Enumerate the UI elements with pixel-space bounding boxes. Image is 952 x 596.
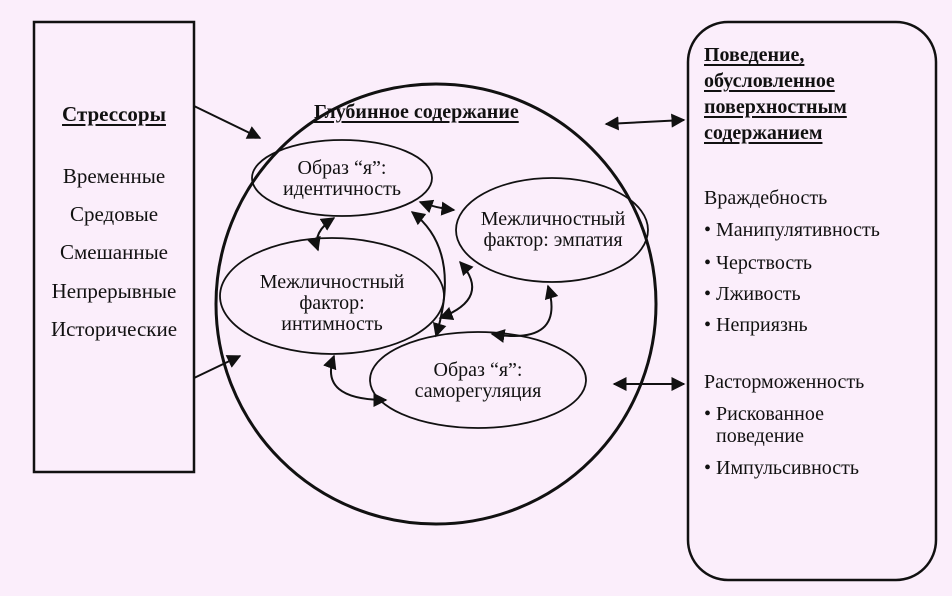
- hostility-item-text: Черствость: [716, 252, 813, 274]
- self-identity-line-2: идентичность: [283, 178, 401, 200]
- behavior-title: Поведение, обусловленное поверхностным с…: [704, 42, 847, 146]
- stressors-box: [32, 20, 196, 474]
- bullet-icon: •: [704, 283, 712, 305]
- stressor-item-environmental: Средовые: [69, 202, 159, 226]
- hostility-item-deceitfulness: • Лживость: [704, 283, 801, 305]
- stressor-item-continuous: Непрерывные: [51, 279, 177, 303]
- intimacy-line-3: интимность: [281, 313, 383, 335]
- stressor-item-mixed: Смешанные: [59, 240, 168, 264]
- self-identity-label: Образ “я”: идентичность: [262, 158, 422, 200]
- hostility-item-callousness: • Черствость: [704, 252, 812, 274]
- intimacy-line-2: фактор:: [299, 292, 365, 314]
- disinhibition-item-risky: • Рискованное поведение: [704, 403, 874, 447]
- empathy-intimacy-arrow: [438, 260, 474, 321]
- core-circle: [214, 82, 658, 526]
- behavior-title-line-1: Поведение,: [704, 44, 805, 66]
- disinhibition-item-impulsivity: • Импульсивность: [704, 457, 859, 479]
- stressor-arrow-upper: [193, 105, 262, 139]
- hostility-title: Враждебность: [704, 187, 828, 209]
- empathy-line-2: фактор: эмпатия: [483, 229, 623, 251]
- bullet-icon: •: [704, 457, 712, 479]
- empathy-label: Межличностный фактор: эмпатия: [458, 209, 648, 251]
- hostility-item-text: Лживость: [716, 283, 801, 305]
- self-identity-line-1: Образ “я”:: [297, 157, 387, 179]
- stressor-arrow-lower: [193, 355, 242, 379]
- bullet-icon: •: [704, 403, 712, 425]
- hostility-item-hostility: • Неприязнь: [704, 314, 808, 336]
- disinhibition-title: Расторможенность: [704, 371, 865, 393]
- stressors-title: Стрессоры: [62, 102, 166, 126]
- behavior-title-line-4: содержанием: [704, 122, 823, 144]
- bullet-icon: •: [704, 252, 712, 274]
- hostility-item-text: Манипулятивность: [716, 219, 880, 241]
- behavior-box: [686, 20, 938, 582]
- self-identity-ellipse: [251, 139, 433, 217]
- intimacy-label: Межличностный фактор: интимность: [234, 272, 430, 335]
- identity-intimacy-arrow: [307, 217, 336, 252]
- self-regulation-label: Образ “я”: саморегуляция: [386, 360, 570, 402]
- intimacy-line-1: Межличностный: [259, 271, 405, 293]
- intimacy-regulation-arrow: [323, 354, 388, 407]
- empathy-line-1: Межличностный: [480, 208, 626, 230]
- bullet-icon: •: [704, 219, 712, 241]
- empathy-regulation-arrow: [490, 284, 559, 343]
- core-title: Глубинное содержание: [314, 101, 519, 123]
- self-regulation-line-1: Образ “я”:: [433, 359, 523, 381]
- identity-empathy-arrow: [418, 199, 456, 216]
- stressor-item-temporary: Временные: [62, 164, 166, 188]
- circle-behavior-arrow-upper: [604, 113, 686, 131]
- self-regulation-line-2: саморегуляция: [414, 380, 542, 402]
- empathy-ellipse: [455, 177, 649, 283]
- behavior-title-line-3: поверхностным: [704, 96, 847, 118]
- disinhibition-item-text: Рискованное поведение: [716, 403, 825, 447]
- disinhibition-item-text: Импульсивность: [716, 457, 860, 479]
- bullet-icon: •: [704, 314, 712, 336]
- stressor-item-historical: Исторические: [50, 317, 178, 341]
- behavior-title-line-2: обусловленное: [704, 70, 835, 92]
- hostility-item-manipulativeness: • Манипулятивность: [704, 219, 880, 241]
- hostility-item-text: Неприязнь: [716, 314, 808, 336]
